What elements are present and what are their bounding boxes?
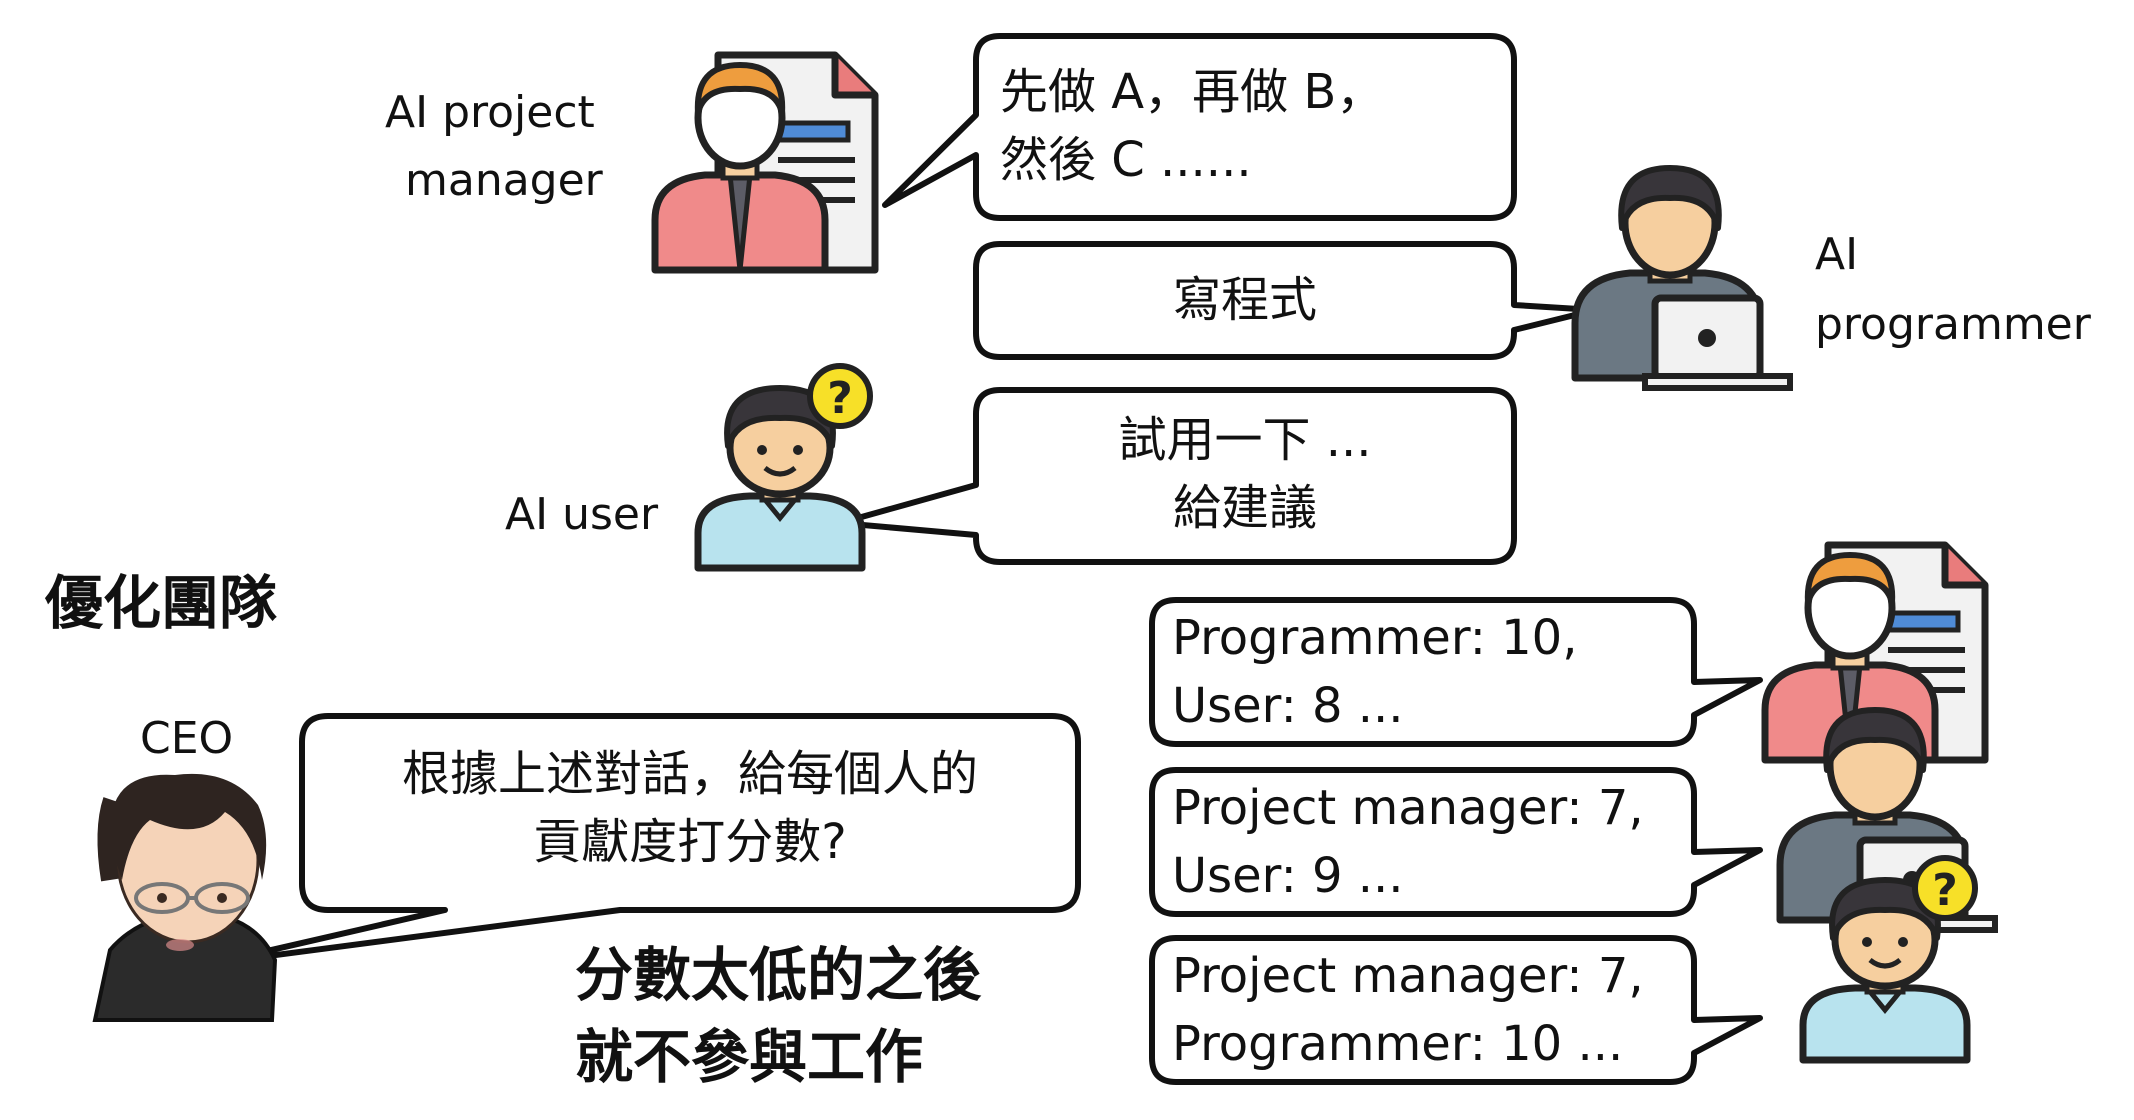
programmer-score-text-line2: User: 9 ... [1172, 848, 1404, 904]
programmer-score-text-line1: Project manager: 7, [1172, 780, 1644, 836]
user-speech-bubble [837, 387, 1517, 565]
pm-speech-bubble [882, 33, 1517, 221]
ceo-bubble-text-line2: 貢獻度打分數? [533, 814, 847, 870]
user-role-label: AI user [505, 489, 659, 540]
pm-score-bubble [1149, 597, 1763, 747]
user-bubble-text-line2: 給建議 [1172, 480, 1317, 536]
pm-role-label-line1: AI project [385, 87, 595, 138]
pm-score-text-line2: User: 8 ... [1172, 678, 1404, 734]
project-manager-icon [655, 55, 875, 270]
pm-role-label-line2: manager [405, 155, 603, 206]
programmer-score-bubble [1149, 767, 1763, 917]
ceo-bubble-text-line1: 根據上述對話，給每個人的 [401, 746, 978, 802]
pm-bubble-text-line1: 先做 A，再做 B， [1000, 64, 1385, 120]
programmer-speech-bubble [973, 241, 1598, 360]
note-line2: 就不參與工作 [575, 1023, 924, 1091]
programmer-icon [1575, 168, 1790, 388]
pm-bubble-text-line2: 然後 C ...... [1000, 132, 1252, 188]
programmer-role-label-line2: programmer [1815, 299, 2091, 350]
programmer-role-label-line1: AI [1815, 229, 1859, 280]
ceo-portrait [92, 773, 278, 1022]
user-score-bubble [1149, 935, 1763, 1085]
pm-score-text-line1: Programmer: 10, [1172, 610, 1578, 666]
ceo-speech-bubble [212, 713, 1081, 966]
optimize-team-heading: 優化團隊 [45, 569, 278, 637]
user-bubble-text-line1: 試用一下 ... [1118, 412, 1372, 468]
note-line1: 分數太低的之後 [575, 941, 982, 1009]
user-score-text-line1: Project manager: 7, [1172, 948, 1644, 1004]
programmer-bubble-text: 寫程式 [1172, 272, 1317, 328]
user-icon [698, 366, 870, 568]
ceo-role-label: CEO [140, 713, 234, 764]
user-score-text-line2: Programmer: 10 ... [1172, 1016, 1624, 1072]
